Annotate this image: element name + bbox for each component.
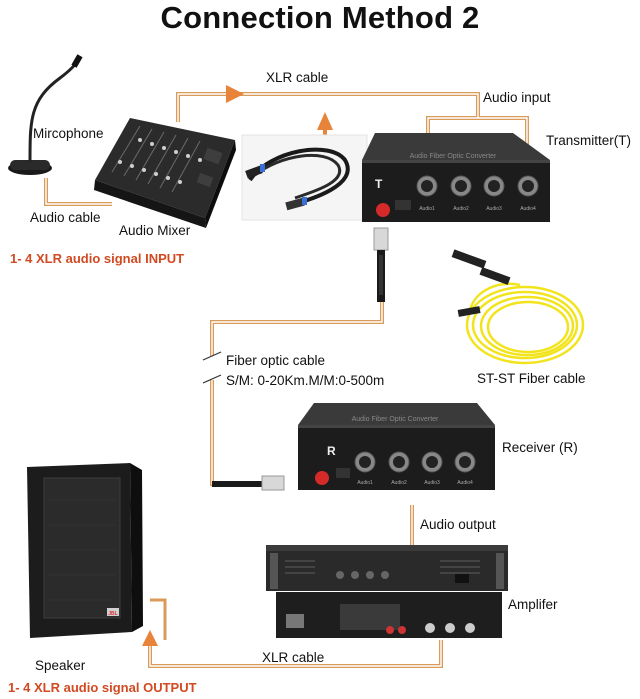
receiver-letter: R	[327, 444, 336, 458]
xlr-cable-top-label: XLR cable	[266, 70, 329, 85]
st-connector-top	[373, 227, 389, 302]
t-port-4: Audio4	[520, 206, 536, 212]
arrow-right-icon	[226, 85, 244, 103]
amplifier-label: Amplifer	[508, 597, 558, 612]
arrow-up-icon	[317, 112, 333, 130]
r-port-4: Audio4	[457, 480, 473, 486]
audio-input-label: Audio input	[483, 90, 551, 105]
speaker-icon: JBL	[27, 463, 143, 638]
st-cable-label: ST-ST Fiber cable	[477, 371, 586, 386]
t-port-3: Audio3	[486, 206, 502, 212]
transmitter-letter: T	[375, 177, 383, 191]
arrow-up-speaker-icon	[142, 630, 158, 646]
receiver-device: Audio Fiber Optic Converter R Audio1 Aud…	[298, 403, 495, 490]
receiver-fiber-port-icon	[315, 471, 329, 485]
t-port-1: Audio1	[419, 206, 435, 212]
fiber-line-upper	[210, 300, 384, 356]
microphone-label: Mircophone	[33, 126, 104, 141]
fiber-break-mark-1	[202, 351, 222, 361]
audio-mixer-label: Audio Mixer	[119, 223, 191, 238]
xlr-cable-bottom-label: XLR cable	[262, 650, 325, 665]
receiver-label: Receiver (R)	[502, 440, 578, 455]
t-port-2: Audio2	[453, 206, 469, 212]
transmitter-label: Transmitter(T)	[546, 133, 631, 148]
fiber-break-mark-2	[202, 374, 222, 384]
receiver-face-text: Audio Fiber Optic Converter	[352, 416, 439, 423]
xlr-cable-photo	[241, 134, 368, 221]
r-port-3: Audio3	[424, 480, 440, 486]
r-port-1: Audio1	[357, 480, 373, 486]
audio-mixer-icon	[94, 118, 236, 228]
st-connector-receiver	[212, 475, 285, 491]
fiber-port-icon	[376, 203, 390, 217]
page-title: Connection Method 2	[160, 0, 480, 35]
speaker-brand: JBL	[108, 611, 117, 617]
fiber-spec-label: S/M: 0-20Km.M/M:0-500m	[226, 373, 385, 388]
output-note: 1- 4 XLR audio signal OUTPUT	[8, 680, 197, 695]
st-st-fiber-cable-icon	[465, 282, 585, 365]
transmitter-device: Audio Fiber Optic Converter T Audio1 Aud…	[362, 133, 550, 222]
speaker-input-line	[150, 598, 167, 640]
amplifier-device	[266, 545, 508, 638]
transmitter-face-text: Audio Fiber Optic Converter	[410, 153, 497, 160]
speaker-label: Speaker	[35, 658, 86, 673]
input-note: 1- 4 XLR audio signal INPUT	[10, 251, 185, 266]
microphone-icon	[8, 54, 83, 175]
audio-output-label: Audio output	[420, 517, 496, 532]
fiber-line-lower	[210, 380, 262, 486]
audio-cable-label: Audio cable	[30, 210, 101, 225]
r-port-2: Audio2	[391, 480, 407, 486]
fiber-cable-label: Fiber optic cable	[226, 353, 326, 368]
